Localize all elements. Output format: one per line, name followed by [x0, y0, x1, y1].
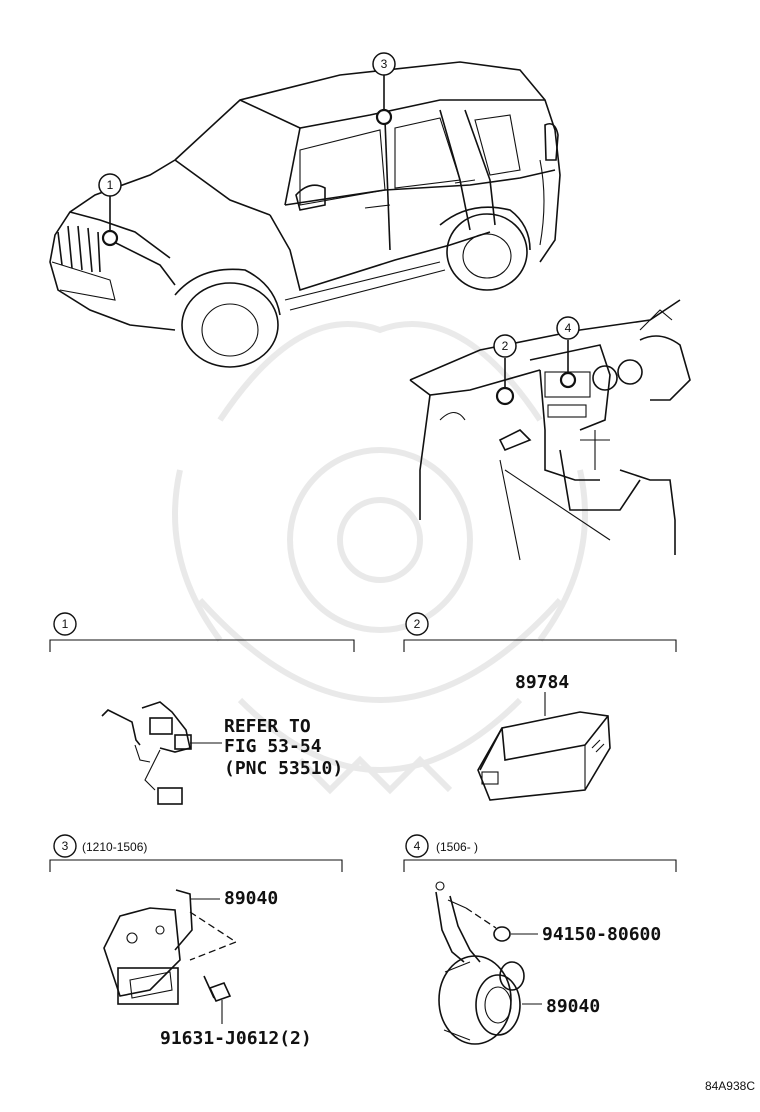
- section-2-number: 2: [414, 617, 421, 631]
- section-1-number: 1: [62, 617, 69, 631]
- part-number-89784: 89784: [515, 672, 569, 693]
- figure-code: 84A938C: [705, 1079, 755, 1093]
- overview-callouts: 3 1 2 4: [98, 52, 580, 406]
- callout-4-label: 4: [565, 321, 572, 335]
- location-marker-1: [101, 229, 119, 247]
- part-number-91631: 91631-J0612(2): [160, 1028, 312, 1049]
- part-speaker-bracket-illustration: [435, 881, 525, 1045]
- location-marker-4: [559, 371, 577, 389]
- part-number-89040-b: 89040: [546, 996, 600, 1017]
- part-sensor-bracket-illustration: [103, 889, 238, 1005]
- refer-pnc-text: (PNC 53510): [224, 758, 343, 779]
- section-4-date-range: (1506- ): [436, 840, 478, 854]
- location-marker-3: [375, 108, 393, 126]
- location-marker-2: [495, 386, 515, 406]
- part-control-module-illustration: [477, 711, 611, 801]
- refer-to-text: REFER TO: [224, 716, 311, 737]
- section-2: 2 89784: [403, 612, 677, 801]
- part-actuator-illustration: [101, 701, 192, 805]
- section-3-number: 3: [62, 839, 69, 853]
- section-4-number: 4: [414, 839, 421, 853]
- watermark-emblem: [172, 321, 588, 795]
- dashboard-illustration: [409, 299, 691, 561]
- section-3-date-range: (1210-1506): [82, 840, 147, 854]
- section-3: 3 (1210-1506) 89040 91631-J0612(2): [49, 834, 343, 1049]
- section-4: 4 (1506- ) 94150-80600 89040: [403, 834, 677, 1045]
- callout-2-label: 2: [502, 339, 509, 353]
- callout-3-label: 3: [381, 57, 388, 71]
- vehicle-illustration: [49, 61, 561, 368]
- section-1: 1 REFER TO FIG 53-54 (PNC 53510): [49, 612, 355, 805]
- callout-1-label: 1: [107, 178, 114, 192]
- refer-fig-text: FIG 53-54: [224, 736, 322, 757]
- bolt-illustration: [203, 975, 232, 1002]
- part-number-89040-a: 89040: [224, 888, 278, 909]
- part-number-94150: 94150-80600: [542, 924, 661, 945]
